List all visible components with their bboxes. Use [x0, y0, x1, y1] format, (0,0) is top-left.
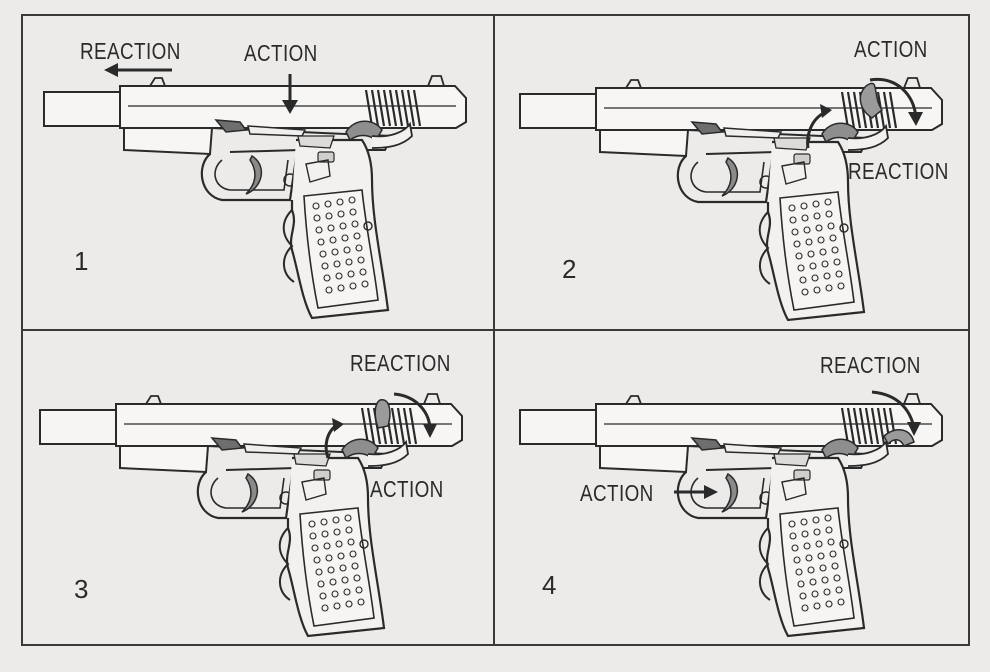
hammer-3: [374, 399, 391, 429]
panel-1-reaction-label: REACTION: [80, 38, 181, 64]
panel-3-reaction-label: REACTION: [350, 350, 451, 376]
panel-2-action-label: ACTION: [854, 36, 928, 62]
panel-2-pistol: [518, 76, 944, 322]
action-arrowhead-2: [908, 112, 923, 126]
panel-3-action-label: ACTION: [370, 476, 444, 502]
panel-1-number: 1: [74, 246, 89, 276]
panel-1-pistol: [42, 63, 468, 320]
hammer-2: [859, 82, 884, 119]
panel-4-action-label: ACTION: [580, 480, 654, 506]
panel-3-number: 3: [74, 574, 89, 604]
reaction-arrowhead-2: [820, 104, 832, 118]
panel-2-number: 2: [562, 254, 577, 284]
panel-2-reaction-label: REACTION: [848, 158, 949, 184]
reaction-arrowhead-3: [423, 424, 437, 438]
hammer-4: [883, 429, 915, 447]
panel-4-reaction-label: REACTION: [820, 352, 921, 378]
panel-1-action-label: ACTION: [244, 40, 318, 66]
panel-4-pistol: [518, 390, 944, 638]
action-arrowhead-4: [704, 485, 718, 499]
panel-3-pistol: [38, 392, 464, 638]
action-arrowhead-3: [332, 418, 344, 432]
reaction-arrowhead-4: [907, 422, 921, 436]
action-arc-2: [869, 77, 918, 119]
panel-4-number: 4: [542, 570, 557, 600]
reaction-arrowhead-1: [104, 63, 118, 77]
action-arrowhead-1: [282, 100, 298, 114]
